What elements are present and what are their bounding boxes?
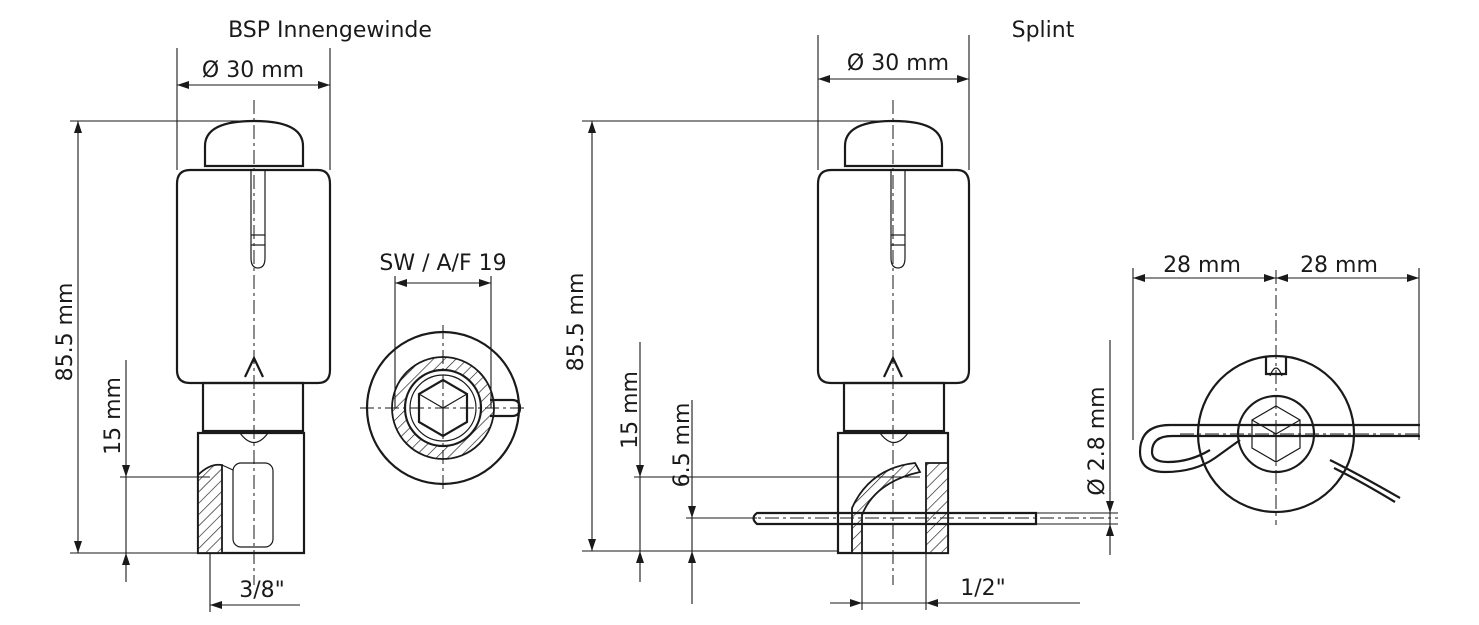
- left-neck: [201, 381, 305, 433]
- right-view-title: Splint: [1012, 18, 1075, 43]
- right-section-hatch-left: [851, 462, 922, 554]
- left-diameter-label: Ø 30 mm: [202, 58, 304, 83]
- pin-view-left-dim-label: 28 mm: [1163, 253, 1241, 278]
- right-side-view: Splint Ø 30 mm 85.5 mm: [564, 18, 1118, 610]
- right-cap: [843, 119, 944, 168]
- pin-view-right-dim-label: 28 mm: [1300, 253, 1378, 278]
- left-thread-label: 3/8": [239, 578, 285, 603]
- left-side-view: BSP Innengewinde Ø 30 mm: [53, 18, 432, 612]
- left-indicator-slot: [250, 170, 266, 269]
- pin-end-view: 28 mm 28 mm: [1132, 253, 1420, 525]
- left-section-hatch: [197, 463, 223, 554]
- pin-view-split-pin: [1138, 423, 1420, 474]
- left-height-label: 85.5 mm: [53, 283, 78, 382]
- right-thread-label: 1/2": [960, 576, 1006, 601]
- left-15mm-label: 15 mm: [101, 377, 126, 455]
- right-65mm-label: 6.5 mm: [670, 403, 695, 488]
- left-cap: [203, 119, 305, 168]
- pin-diameter-label: Ø 2.8 mm: [1085, 386, 1110, 495]
- right-height-label: 85.5 mm: [564, 273, 589, 372]
- right-neck: [842, 381, 946, 433]
- left-view-title: BSP Innengewinde: [228, 18, 432, 43]
- right-indicator-slot: [890, 170, 906, 269]
- right-section-hatch-right: [925, 462, 949, 554]
- right-15mm-label: 15 mm: [618, 371, 643, 449]
- right-diameter-label: Ø 30 mm: [847, 51, 949, 76]
- right-main-body: [816, 168, 971, 385]
- left-main-body: [175, 168, 332, 385]
- end-af-label: SW / A/F 19: [379, 251, 506, 276]
- end-view: SW / A/F 19: [360, 251, 528, 492]
- right-split-pin: [752, 511, 1038, 526]
